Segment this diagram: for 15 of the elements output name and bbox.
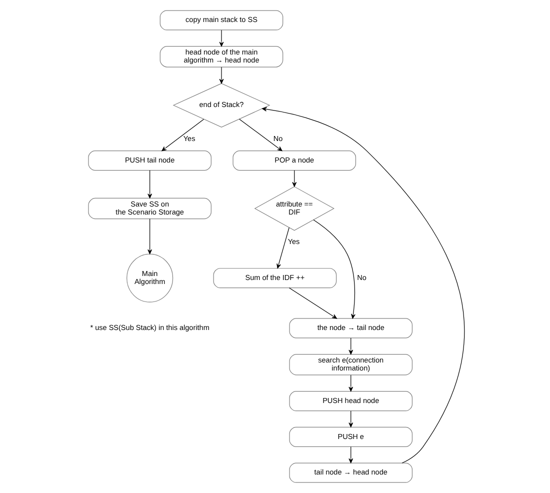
arrow <box>162 118 204 152</box>
arrow <box>148 170 152 198</box>
arrow <box>348 410 354 428</box>
arrow <box>348 338 354 355</box>
arrow <box>276 227 290 268</box>
arrow <box>239 118 282 152</box>
arrow <box>219 30 224 47</box>
arrow <box>148 218 152 254</box>
arrow <box>292 170 297 187</box>
arrow <box>348 446 354 464</box>
arrow <box>262 106 464 464</box>
arrow <box>288 288 337 319</box>
arrow <box>313 220 356 319</box>
arrow <box>348 374 354 392</box>
arrow <box>219 66 224 84</box>
